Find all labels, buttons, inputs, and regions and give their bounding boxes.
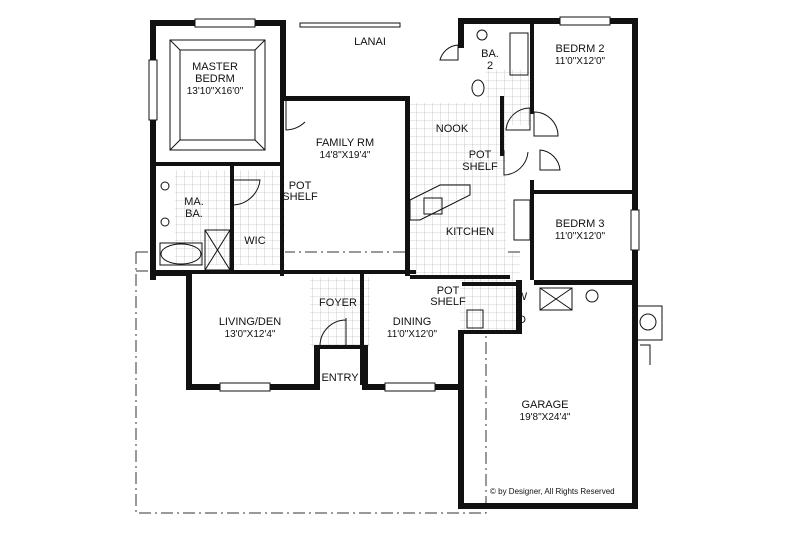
dining-label: DINING xyxy=(393,316,432,328)
foyer-label: FOYER xyxy=(319,297,357,309)
pot-shelf-dining: POT xyxy=(437,285,460,297)
kitchen-label: KITCHEN xyxy=(446,226,494,238)
family-room-dims: 14'8"X19'4" xyxy=(320,150,371,161)
bedroom2-label: BEDRM 2 xyxy=(556,43,605,55)
washer-label: W xyxy=(517,291,528,303)
windows xyxy=(148,16,640,392)
master-bedroom-label: MASTER xyxy=(192,61,238,73)
master-bedroom-dims: 13'10"X16'0" xyxy=(187,86,244,97)
fixtures xyxy=(159,29,599,329)
bedroom3-dims: 11'0"X12'0" xyxy=(555,231,606,242)
master-bath-label-2: BA. xyxy=(185,208,203,220)
bedroom3-label: BEDRM 3 xyxy=(556,218,605,230)
dryer-label: D xyxy=(518,314,526,326)
room-labels: MASTER BEDRM 13'10"X16'0" LANAI BA. 2 BE… xyxy=(184,36,614,496)
pot-shelf-dining-2: SHELF xyxy=(430,296,466,308)
tray-ceiling xyxy=(169,39,266,151)
pot-shelf-nook: POT xyxy=(469,149,492,161)
garage-label: GARAGE xyxy=(521,399,568,411)
bedroom2-dims: 11'0"X12'0" xyxy=(555,56,606,67)
family-room-label: FAMILY RM xyxy=(316,137,374,149)
doors xyxy=(231,44,663,365)
bath2-label-2: 2 xyxy=(487,60,493,72)
living-den-label: LIVING/DEN xyxy=(219,316,281,328)
garage-dims: 19'8"X24'4" xyxy=(520,412,571,423)
dining-dims: 11'0"X12'0" xyxy=(387,329,438,340)
entry-label: ENTRY xyxy=(321,372,359,384)
master-bath-label: MA. xyxy=(184,196,204,208)
pot-shelf-nook-2: SHELF xyxy=(462,161,498,173)
interior-walls xyxy=(156,24,634,385)
pot-shelf-wic-2: SHELF xyxy=(282,191,318,203)
copyright-text: © by Designer, All Rights Reserved xyxy=(490,487,615,496)
bath2-label: BA. xyxy=(481,48,499,60)
wic-label: WIC xyxy=(244,235,265,247)
nook-label: NOOK xyxy=(436,123,469,135)
lanai-label: LANAI xyxy=(354,36,386,48)
pot-shelf-wic: POT xyxy=(289,180,312,192)
master-bedroom-label-2: BEDRM xyxy=(195,73,235,85)
living-den-dims: 13'0"X12'4" xyxy=(225,329,276,340)
